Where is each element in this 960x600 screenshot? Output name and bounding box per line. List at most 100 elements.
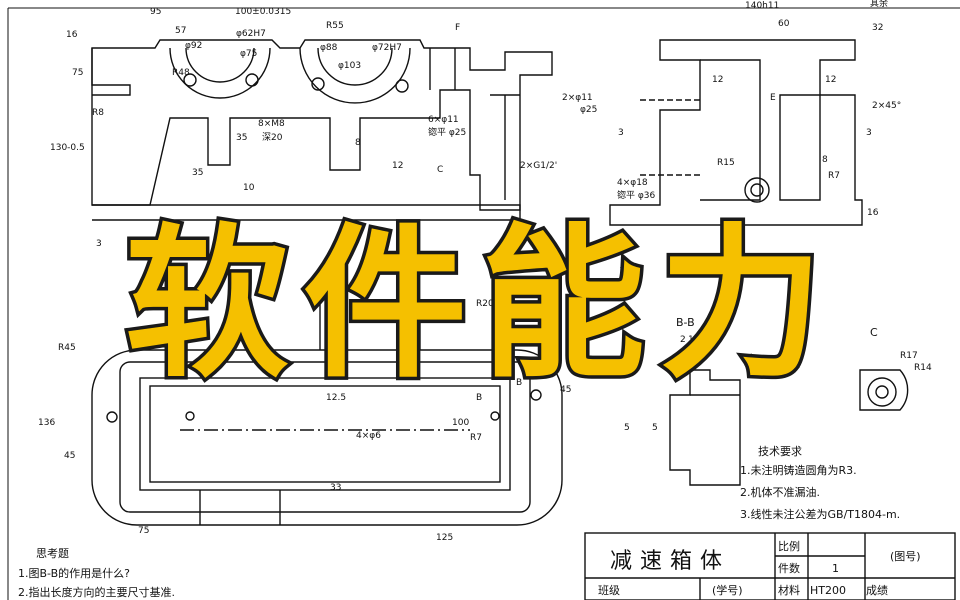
- dim-spot36: 锪平 φ36: [617, 189, 656, 201]
- dim-phi75: φ75: [240, 49, 257, 59]
- dim-r8: R8: [92, 108, 104, 118]
- title-block-frame: [584, 532, 956, 600]
- dim-95: 95: [150, 7, 161, 17]
- qty-value: 1: [832, 562, 839, 575]
- dim-phi92: φ92: [185, 41, 202, 51]
- dim-phi72h7: φ72H7: [372, 43, 402, 53]
- detail-c-r17: R17: [900, 351, 918, 361]
- dim-r55: R55: [326, 21, 344, 31]
- dim-4xphi18: 4×φ18: [617, 178, 648, 188]
- dim-3a: 3: [618, 128, 624, 138]
- dim-r7: R7: [470, 433, 482, 443]
- title-block: 减速箱体 比例 件数 1 (图号) 班级 (学号) 材料 HT200 成绩: [598, 539, 921, 597]
- front-view-dims: 95 100±0.0315 57 R55 F φ92 φ62H7 φ88 φ72…: [50, 7, 597, 249]
- dim-10: 10: [243, 183, 255, 193]
- student-number: (学号): [712, 583, 743, 597]
- questions-heading: 思考题: [36, 547, 69, 560]
- dim-2xphi11: 2×φ11: [562, 93, 593, 103]
- dim-140h11: 140h11: [745, 1, 779, 11]
- tech-item-2: 2.机体不准漏油.: [740, 485, 820, 499]
- dim-f: F: [455, 23, 460, 33]
- dim-r7: R7: [828, 171, 840, 181]
- detail-c-title: C: [870, 326, 878, 339]
- section-bb-view: [669, 369, 741, 486]
- dim-35: 35: [236, 133, 247, 143]
- section-bb-dim-2: 2: [680, 335, 686, 345]
- dim-100: 100: [452, 418, 469, 428]
- dim-136: 136: [38, 418, 55, 428]
- detail-c-r14: R14: [914, 363, 932, 373]
- dim-75: 75: [72, 68, 83, 78]
- dim-2x45: 2×45°: [872, 101, 901, 111]
- section-bb-dim-5: 5: [652, 423, 658, 433]
- dim-32: 32: [872, 23, 883, 33]
- dim-8: 8: [822, 155, 828, 165]
- dim-e: E: [770, 93, 776, 103]
- dim-rest: 其余: [870, 0, 888, 9]
- dim-12-5: 12.5: [326, 393, 346, 403]
- dim-8: 8: [355, 138, 361, 148]
- dim-6xphi11: 6×φ11: [428, 115, 459, 125]
- dim-100: 100±0.0315: [235, 7, 291, 17]
- dim-12b: 12: [825, 75, 836, 85]
- material-value: HT200: [810, 584, 846, 597]
- scale-label: 比例: [778, 539, 800, 553]
- dim-g12: 2×G1/2': [520, 161, 557, 171]
- detail-c-view: [859, 369, 909, 411]
- dim-c: C: [437, 165, 443, 175]
- dim-depth20: 深20: [262, 132, 283, 143]
- dim-phi103: φ103: [338, 61, 361, 71]
- dim-125: 125: [436, 533, 453, 543]
- dim-45a: 45: [64, 451, 75, 461]
- section-labels: B-B 2 1 5 C R17 R14: [652, 316, 932, 433]
- dim-3: 3: [96, 239, 102, 249]
- dim-16: 16: [66, 30, 78, 40]
- dim-35b: 35: [192, 168, 203, 178]
- question-2: 2.指出长度方向的主要尺寸基准.: [18, 585, 175, 599]
- dim-12: 12: [392, 161, 403, 171]
- dim-phi62h7: φ62H7: [236, 29, 266, 39]
- dim-3b: 3: [866, 128, 872, 138]
- dim-12: 12: [712, 75, 723, 85]
- dim-r20: R20: [476, 299, 494, 309]
- qty-label: 件数: [778, 562, 800, 575]
- dim-75: 75: [138, 526, 149, 536]
- tech-item-1: 1.未注明铸造圆角为R3.: [740, 463, 857, 477]
- dim-33: 33: [330, 483, 341, 493]
- section-bb-title: B-B: [676, 316, 695, 329]
- dim-16: 16: [867, 208, 879, 218]
- front-view: [91, 39, 553, 221]
- part-name: 减速箱体: [610, 549, 730, 574]
- side-view: [609, 39, 863, 226]
- tech-item-3: 3.线性未注公差为GB/T1804-m.: [740, 507, 900, 521]
- tech-heading: 技术要求: [758, 445, 802, 458]
- dim-130: 130-0.5: [50, 143, 85, 153]
- top-view: [91, 300, 563, 526]
- dim-8xm8: 8×M8: [258, 119, 285, 129]
- top-view-dims: R20 R45 B B 12.5 4×φ6 R7 33 45 45 100 13…: [38, 299, 630, 543]
- dim-57: 57: [175, 26, 186, 36]
- grade-label: 成绩: [866, 584, 888, 597]
- side-view-dims: 140h11 60 12 E 3 2×45° 12 3 4×φ18 锪平 φ36…: [617, 0, 901, 218]
- dim-4xphi6: 4×φ6: [356, 431, 381, 441]
- question-1: 1.图B-B的作用是什么?: [18, 566, 130, 580]
- material-label: 材料: [778, 583, 800, 597]
- drawing-number: (图号): [890, 550, 921, 563]
- dim-45b: 45: [560, 385, 571, 395]
- dim-r48: R48: [172, 68, 190, 78]
- dim-b2: B: [516, 378, 522, 388]
- dim-b1: B: [476, 393, 482, 403]
- section-bb-dim-1: 1: [688, 335, 694, 345]
- overlay-title: 软件能力: [121, 205, 837, 403]
- dim-spotface: 锪平 φ25: [428, 126, 466, 138]
- questions: 思考题 1.图B-B的作用是什么? 2.指出长度方向的主要尺寸基准.: [18, 547, 175, 599]
- class-label: 班级: [598, 584, 620, 597]
- dim-phi88: φ88: [320, 43, 338, 53]
- dim-60: 60: [778, 19, 790, 29]
- dim-phi25: φ25: [580, 105, 597, 115]
- dim-r15: R15: [717, 158, 735, 168]
- dim-5: 5: [624, 423, 630, 433]
- dim-r45: R45: [58, 343, 76, 353]
- tech-requirements: 技术要求 1.未注明铸造圆角为R3. 2.机体不准漏油. 3.线性未注公差为GB…: [740, 445, 900, 521]
